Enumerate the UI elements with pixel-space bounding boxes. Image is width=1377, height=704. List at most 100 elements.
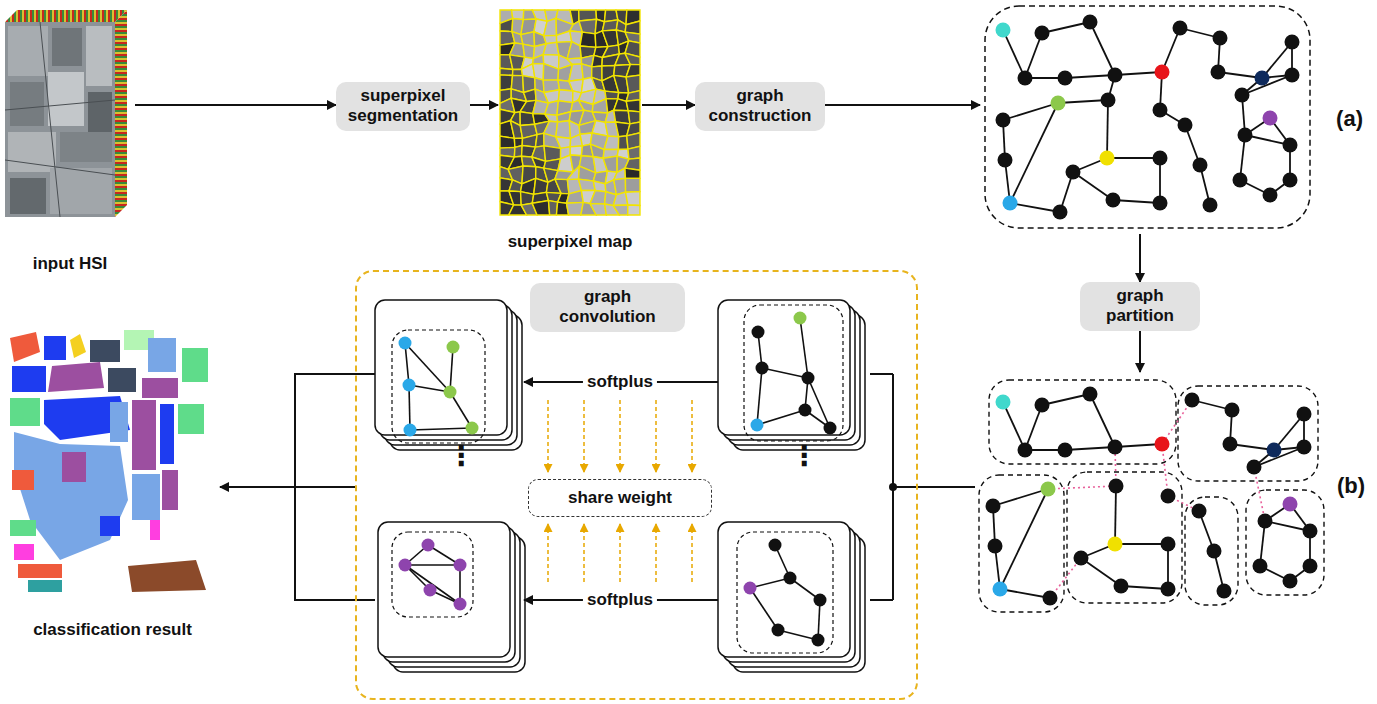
graph-node — [1283, 574, 1298, 589]
graph-node — [744, 582, 757, 595]
graph-node — [1303, 524, 1318, 539]
graph-node — [1203, 198, 1218, 213]
figure-stroke — [1090, 394, 1115, 447]
graph-node — [1043, 591, 1058, 606]
graph-node — [1283, 173, 1298, 188]
graph-node — [756, 362, 769, 375]
figure-stroke — [800, 318, 808, 378]
graph-node — [1035, 26, 1050, 41]
figure-stroke — [409, 385, 410, 430]
figure-stroke — [547, 400, 549, 472]
graph-node — [1192, 504, 1207, 519]
graph-node — [794, 312, 807, 325]
figure-stroke — [567, 166, 579, 180]
graph-node — [1058, 443, 1073, 458]
figure-stroke — [1000, 489, 1048, 589]
figure-stroke — [605, 91, 619, 99]
figure-stroke — [567, 191, 584, 204]
figure-stroke — [532, 201, 549, 215]
ellipsis-mark: ⋮ — [447, 442, 475, 470]
graph-node-group: (a) — [980, 4, 1365, 234]
graph-node — [1161, 582, 1176, 597]
figure-stroke — [405, 565, 460, 604]
figure-stroke — [603, 156, 617, 172]
figure-stroke — [405, 564, 460, 566]
graph-node — [996, 395, 1011, 410]
process-box: graph partition — [1080, 282, 1200, 331]
process-box: superpixel segmentation — [336, 82, 470, 131]
figure-stroke — [590, 204, 606, 215]
figure-stroke — [1115, 543, 1168, 545]
graph-node — [447, 341, 460, 354]
figure-stroke — [619, 524, 621, 582]
graph-node — [1297, 440, 1312, 455]
figure-stroke — [625, 53, 640, 64]
graph-node — [1178, 118, 1193, 133]
figure-stroke — [567, 42, 581, 59]
graph-node — [1058, 71, 1073, 86]
graph-node — [1263, 111, 1278, 126]
graph-node — [814, 594, 827, 607]
superpixel-map — [500, 10, 640, 215]
graph-node — [1267, 443, 1282, 458]
subgraph-outline — [744, 305, 843, 441]
graph-node — [1108, 537, 1123, 552]
figure-stroke — [543, 64, 558, 80]
figure-stroke — [582, 64, 592, 79]
graph-node — [422, 539, 435, 552]
arrow-label: softplus — [583, 372, 657, 392]
graph-node — [1285, 68, 1300, 83]
graph-node — [1083, 15, 1098, 30]
card — [375, 300, 507, 435]
graph-node — [1217, 584, 1232, 599]
figure-stroke — [691, 524, 693, 582]
graph-node — [404, 424, 417, 437]
figure-stroke — [547, 524, 549, 582]
graph-node — [998, 153, 1013, 168]
junction-dot — [889, 483, 897, 491]
graph-outline — [985, 6, 1310, 228]
connector-arrow — [135, 104, 336, 106]
graph-node — [1225, 403, 1240, 418]
graph-node — [1235, 88, 1250, 103]
graph-node — [751, 419, 764, 432]
figure-stroke — [592, 99, 608, 113]
figure-stroke — [750, 588, 778, 630]
connector-arrow — [470, 104, 498, 106]
junction-lines — [870, 374, 918, 600]
figure-stroke — [533, 55, 544, 64]
process-box: graph construction — [695, 82, 825, 131]
graph-node — [1153, 151, 1168, 166]
figure-stroke — [757, 368, 762, 425]
figure-stroke — [1162, 444, 1168, 496]
graph-node — [1100, 151, 1115, 166]
graph-node — [1003, 196, 1018, 211]
figure-stroke — [1254, 467, 1265, 521]
graph-node-group: (b) — [975, 372, 1367, 600]
figure-stroke — [556, 121, 571, 139]
graph-node — [1153, 196, 1168, 211]
graph-node — [1233, 173, 1248, 188]
graph-node — [1211, 65, 1226, 80]
node-label: input HSI — [33, 254, 108, 274]
figure-stroke — [500, 136, 515, 148]
figure-stroke — [1003, 103, 1058, 120]
cluster-outline — [1246, 490, 1324, 595]
figure-stroke — [410, 428, 472, 430]
graph-node — [1207, 544, 1222, 559]
figure-stroke — [509, 191, 521, 205]
card — [378, 522, 510, 657]
figure-stroke — [1050, 558, 1081, 598]
figure-stroke — [583, 524, 585, 582]
figure-stroke — [1010, 203, 1060, 212]
cluster-outline — [1185, 497, 1238, 605]
graph-node — [1153, 103, 1168, 118]
figure-stroke — [626, 192, 640, 206]
figure-stroke — [583, 400, 585, 472]
subgraph-stacks — [375, 300, 865, 672]
graph-node — [772, 624, 785, 637]
graph-node — [1155, 65, 1170, 80]
node-label: graph partition — [1090, 286, 1190, 327]
graph-node — [454, 559, 467, 572]
